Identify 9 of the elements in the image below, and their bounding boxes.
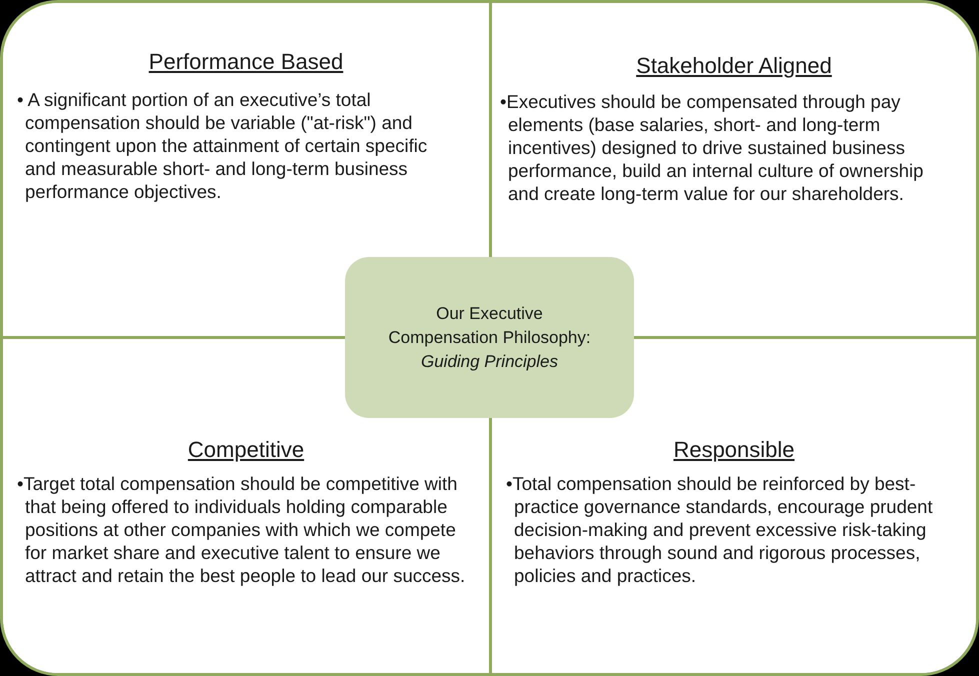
bullet-text: •Executives should be compensated through pay elements (base salaries, short- and long-term incentives) designed to drive sustained business performance, build an internal culture of ownership and create long-term value for our shareholders. [500,90,924,205]
section-heading: Competitive [188,436,304,463]
center-card: Our Executive Compensation Philosophy: Guiding Principles [345,257,634,418]
section-heading: Performance Based [148,48,344,75]
bullet-text: •Target total compensation should be competitive with that being offered to individuals holding comparable positions at other companies with which we compete for market share and executive talent to ensure we attract and retain the best people to lead our success. [17,472,466,587]
section-heading: Stakeholder Aligned [636,52,832,79]
bullet-text: • A significant portion of an executive’s total compensation should be variable ("at-risk") and contingent upon the attainment of certain specific and measurable short- and long-term business performance objectives. [17,88,428,203]
bullet-text: •Total compensation should be reinforced by best-practice governance standards, encourage prudent decision-making and prevent excessive risk-taking behaviors through sound and rigorous processes, policies and practices. [506,472,934,587]
section-heading: Responsible [673,436,795,463]
